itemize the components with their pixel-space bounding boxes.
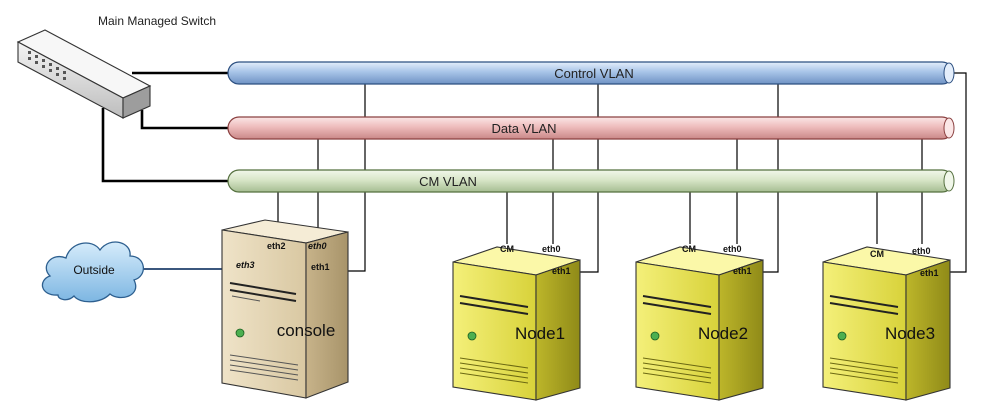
node1-label: Node1 bbox=[515, 324, 565, 343]
node2-port-cm: CM bbox=[682, 244, 696, 254]
data-vlan-label: Data VLAN bbox=[491, 121, 556, 136]
console-server: console eth2 eth0 eth3 eth1 bbox=[221, 219, 349, 399]
console-port-eth1: eth1 bbox=[311, 262, 330, 272]
console-port-eth3: eth3 bbox=[236, 260, 255, 270]
cm-vlan-bus: CM VLAN bbox=[227, 169, 955, 193]
outside-label: Outside bbox=[73, 263, 115, 277]
node2-server: Node2 CM eth0 eth1 bbox=[635, 244, 764, 401]
node1-port-eth0: eth0 bbox=[542, 244, 561, 254]
node2-label: Node2 bbox=[698, 324, 748, 343]
switch-port-lights-icon bbox=[28, 51, 66, 80]
switch-title: Main Managed Switch bbox=[98, 14, 216, 28]
node3-port-eth1: eth1 bbox=[920, 268, 939, 278]
node1-power-led-icon bbox=[467, 331, 477, 341]
node1-port-cm: CM bbox=[500, 244, 514, 254]
main-managed-switch: Main Managed Switch bbox=[16, 14, 216, 119]
outside-cloud-icon: Outside bbox=[41, 241, 144, 303]
cm-vlan-label: CM VLAN bbox=[419, 174, 477, 189]
console-port-eth0: eth0 bbox=[308, 241, 327, 251]
switch-uplinks bbox=[101, 71, 232, 183]
control-vlan-label: Control VLAN bbox=[554, 66, 633, 81]
node3-port-eth0: eth0 bbox=[912, 246, 931, 256]
data-vlan-bus: Data VLAN bbox=[227, 116, 955, 140]
node3-power-led-icon bbox=[837, 331, 847, 341]
node2-port-eth1: eth1 bbox=[733, 266, 752, 276]
console-port-eth2: eth2 bbox=[267, 241, 286, 251]
node3-port-cm: CM bbox=[870, 249, 884, 259]
console-label: console bbox=[277, 321, 336, 340]
node3-label: Node3 bbox=[885, 324, 935, 343]
control-vlan-drop-node3 bbox=[950, 72, 967, 273]
node2-power-led-icon bbox=[650, 331, 660, 341]
control-vlan-bus: Control VLAN bbox=[227, 61, 955, 85]
node1-server: Node1 CM eth0 eth1 bbox=[452, 244, 581, 401]
node3-server: Node3 CM eth0 eth1 bbox=[822, 246, 951, 401]
node2-port-eth0: eth0 bbox=[723, 244, 742, 254]
node1-port-eth1: eth1 bbox=[552, 266, 571, 276]
console-power-led-icon bbox=[235, 328, 245, 338]
